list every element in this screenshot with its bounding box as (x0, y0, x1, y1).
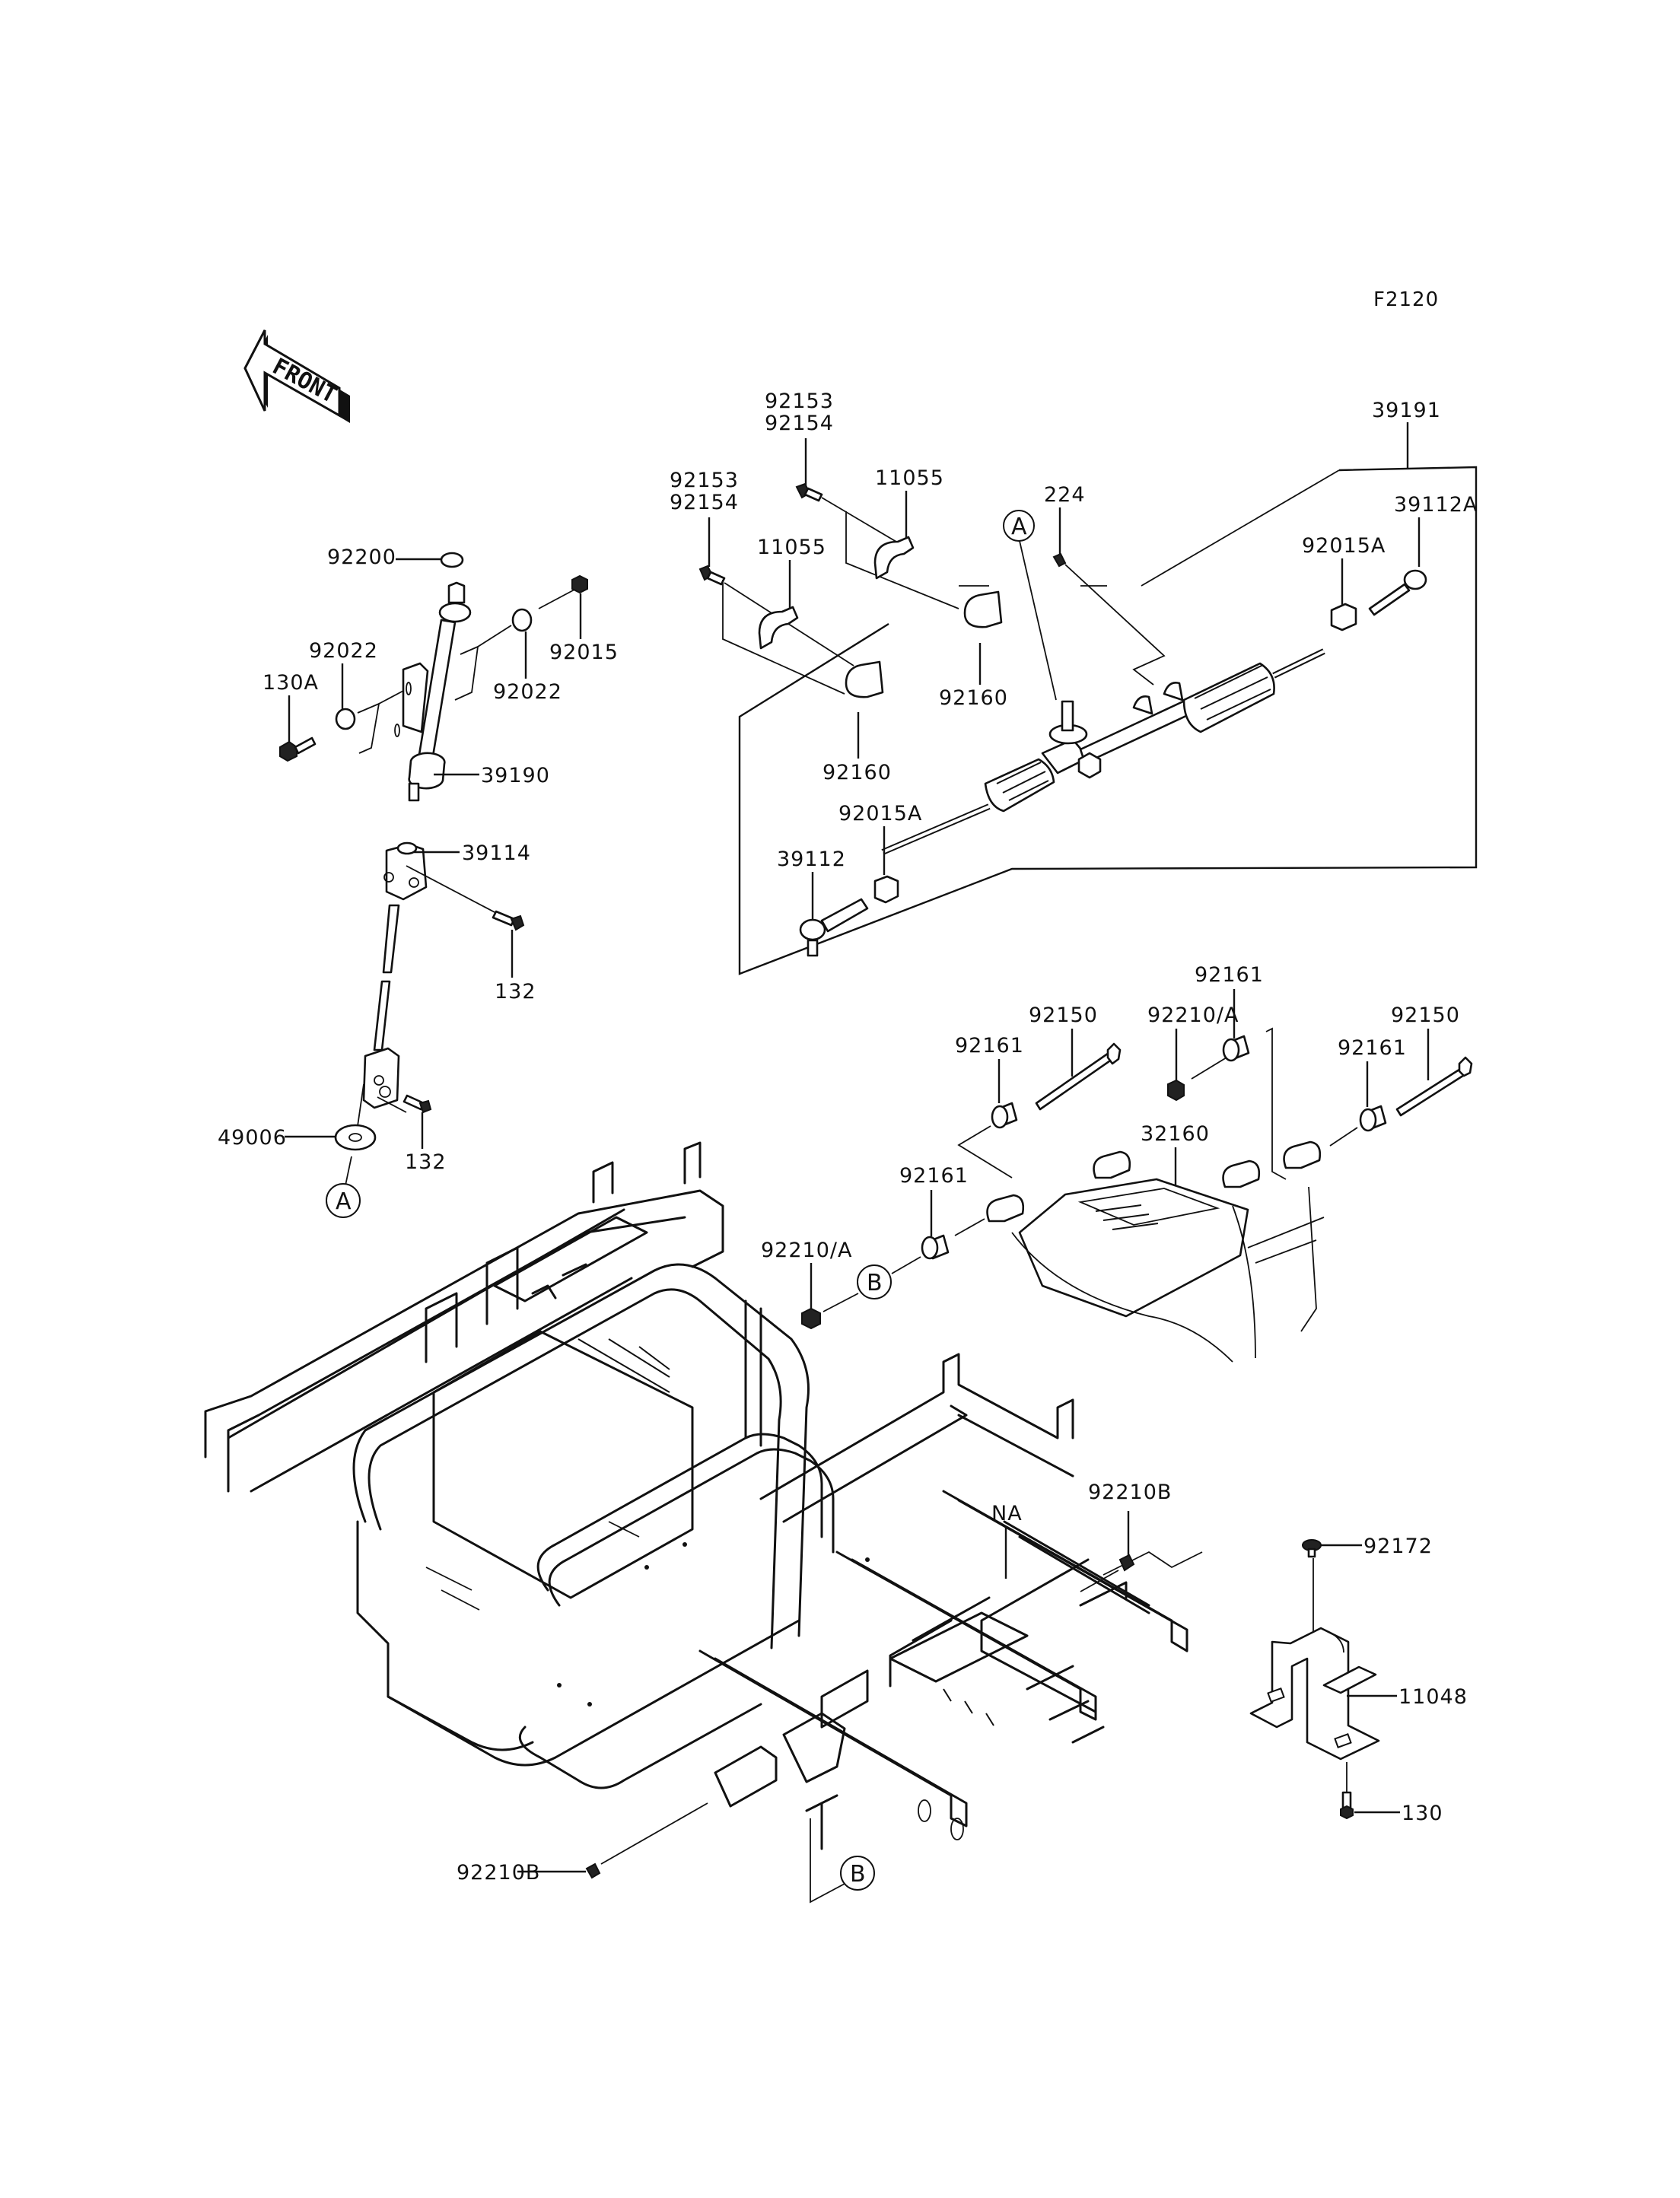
label-92153-lower: 92153 (670, 469, 739, 492)
label-92210A-top: 92210/A (1147, 1004, 1239, 1027)
nut-92015A-right[interactable] (1330, 603, 1357, 631)
bolt-130A[interactable] (279, 736, 317, 762)
label-92210B-left: 92210B (457, 1861, 540, 1885)
label-92153-upper: 92153 (765, 390, 834, 413)
svg-text:B: B (850, 1861, 866, 1888)
svg-text:A: A (1011, 514, 1027, 540)
label-39114: 39114 (462, 841, 531, 865)
bracket-11048[interactable] (1249, 1627, 1380, 1761)
steering-rack-39191[interactable] (881, 648, 1325, 855)
label-92161-left: 92161 (955, 1034, 1024, 1058)
label-49006: 49006 (218, 1126, 287, 1150)
bolt-92210B-left[interactable] (585, 1862, 601, 1879)
label-11055-lower: 11055 (757, 536, 826, 559)
bushing-92161-top[interactable] (1222, 1035, 1250, 1062)
washer-92022-right[interactable] (511, 608, 533, 632)
tie-rod-end-39112A[interactable] (1368, 569, 1427, 616)
main-frame-NA[interactable] (204, 1141, 1203, 1850)
bracket-32160[interactable] (986, 1140, 1325, 1363)
label-92154-upper: 92154 (765, 412, 834, 435)
label-92015: 92015 (549, 641, 619, 664)
seal-49006[interactable] (334, 1124, 377, 1151)
nut-92015[interactable] (571, 574, 588, 594)
label-92022-left: 92022 (309, 639, 378, 663)
label-92160-lower: 92160 (822, 761, 892, 784)
svg-text:B: B (867, 1270, 883, 1296)
figure-code: F2120 (1373, 288, 1439, 311)
label-92015A-left: 92015A (838, 802, 922, 825)
label-132-upper: 132 (495, 980, 536, 1004)
label-39190: 39190 (481, 764, 550, 787)
nut-92015A-left[interactable] (873, 875, 899, 904)
bolt-92210B-right[interactable] (1118, 1554, 1135, 1572)
label-92150-left: 92150 (1029, 1004, 1098, 1027)
clamp-11055-lower[interactable] (758, 606, 799, 650)
label-224: 224 (1044, 483, 1086, 507)
tie-rod-end-39112[interactable] (799, 898, 869, 957)
label-92160-upper: 92160 (939, 686, 1008, 710)
reference-marker-B-bottom[interactable]: B (840, 1856, 875, 1891)
label-11055-upper: 11055 (875, 466, 944, 490)
nut-92210A-bottom[interactable] (801, 1307, 821, 1330)
intermediate-shaft-39114[interactable] (362, 841, 428, 1109)
column-spline-top (447, 581, 466, 604)
bushing-92161-bottom[interactable] (921, 1234, 950, 1260)
label-92210B-right: 92210B (1088, 1481, 1172, 1504)
bushing-92160-lower[interactable] (845, 660, 884, 698)
bolt-132-lower[interactable] (402, 1094, 432, 1114)
label-132-lower: 132 (405, 1150, 447, 1174)
svg-text:A: A (336, 1188, 352, 1215)
front-arrow-icon: FRONT (243, 329, 350, 423)
column-bracket (402, 662, 429, 733)
mount-bracket-group: 92161 92150 92210/A 92161 92161 (761, 963, 1473, 1363)
steering-column-group: 92200 39190 92022 92015 92022 130A (218, 546, 619, 1218)
bolt-132-upper[interactable] (492, 910, 525, 931)
label-92200: 92200 (327, 546, 396, 569)
bolt-130[interactable] (1340, 1791, 1354, 1820)
label-11048: 11048 (1398, 1685, 1468, 1709)
nut-92210A-top[interactable] (1167, 1079, 1185, 1102)
label-92022-right: 92022 (493, 680, 562, 704)
clamp-11055-upper[interactable] (873, 536, 915, 580)
label-130A: 130A (262, 671, 319, 695)
label-92161-bottom: 92161 (899, 1164, 969, 1188)
reference-marker-A-top[interactable]: A (1003, 510, 1035, 542)
label-92161-top: 92161 (1195, 963, 1264, 987)
reference-marker-B-mid[interactable]: B (857, 1264, 892, 1299)
label-39112A: 39112A (1394, 493, 1478, 517)
label-92161-right: 92161 (1338, 1036, 1407, 1060)
washer-92022-left[interactable] (335, 708, 356, 730)
screw-224[interactable] (1052, 552, 1067, 568)
label-92154-lower: 92154 (670, 491, 739, 514)
label-92210A-bottom: 92210/A (761, 1239, 852, 1262)
label-NA: NA (991, 1502, 1023, 1525)
steering-gear-group: 39191 92153 92154 11055 92160 92153 9215… (670, 390, 1478, 975)
label-39191: 39191 (1372, 399, 1441, 422)
label-92172: 92172 (1363, 1535, 1433, 1558)
assembly-39191-outline (738, 466, 1478, 975)
reference-marker-A-bottom[interactable]: A (326, 1183, 361, 1218)
label-92015A-right: 92015A (1302, 534, 1386, 558)
bolt-92153-lower[interactable] (698, 565, 726, 586)
bolt-92150-right[interactable] (1395, 1056, 1473, 1117)
label-32160: 32160 (1141, 1122, 1210, 1146)
washer-92200[interactable] (440, 552, 464, 568)
label-92150-right: 92150 (1391, 1004, 1460, 1027)
bracket-group-11048: 92172 11048 130 (1249, 1535, 1468, 1825)
front-arrow-text: FRONT (268, 353, 341, 409)
label-39112: 39112 (777, 848, 846, 871)
bolt-92153-upper[interactable] (795, 482, 823, 502)
screw-92172[interactable] (1302, 1539, 1322, 1558)
bolt-92150-left[interactable] (1035, 1042, 1122, 1111)
bushing-92161-left[interactable] (991, 1102, 1018, 1129)
label-130: 130 (1402, 1802, 1443, 1825)
bushing-92161-right[interactable] (1359, 1105, 1387, 1132)
bushing-92160-upper[interactable] (963, 590, 1003, 628)
